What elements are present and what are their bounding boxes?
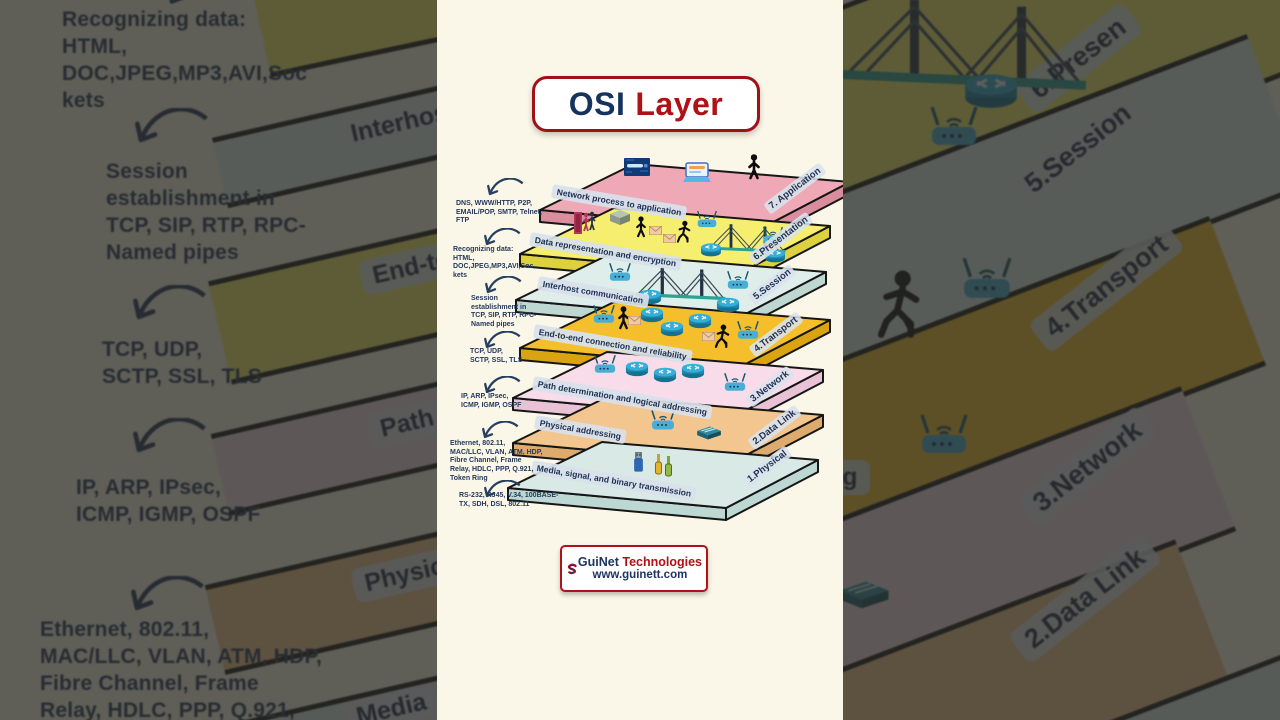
annotation-transport: TCP, UDP, SCTP, SSL, TLS	[470, 348, 523, 364]
person-icon	[748, 154, 760, 180]
wifi-router-icon	[592, 304, 616, 325]
dark-overlay	[0, 0, 437, 720]
title-osi: OSI	[568, 85, 626, 122]
wifi-router-icon	[723, 372, 747, 393]
annotation-session: Session establishment in TCP, SIP, RTP, …	[471, 295, 537, 329]
cable-connector-icon	[655, 454, 675, 478]
layer-1-physical: Media, signal, and binary transmission 1…	[500, 430, 830, 525]
guinet-logo-icon	[566, 550, 578, 588]
logo-website: www.guinett.com	[592, 569, 688, 582]
annotation-application: DNS, WWW/HTTP, P2P, EMAIL/POP, SMTP, Tel…	[456, 200, 542, 225]
router-icon	[716, 296, 740, 313]
router-icon	[653, 366, 677, 383]
running-person-icon	[677, 220, 691, 244]
router-icon	[681, 362, 705, 379]
annotation-physical: RS-232, RJ45, V.34, 100BASE- TX, SDH, DS…	[459, 492, 559, 508]
router-icon	[700, 242, 722, 257]
logo-banner: GuiNet Technologies www.guinett.com	[560, 545, 708, 592]
envelope-icon	[663, 234, 676, 243]
person-icon	[636, 216, 646, 238]
title-layer: Layer	[635, 85, 724, 122]
wifi-router-icon	[736, 320, 760, 341]
envelope-icon	[649, 226, 662, 235]
background-right-panel: 6.Presen 5.Session 4.Transport 3.Network…	[843, 0, 1280, 720]
running-person-icon	[715, 324, 730, 349]
wifi-router-icon	[726, 270, 750, 291]
router-icon	[625, 360, 649, 377]
main-diagram-panel: OSI Layer Network process to application…	[437, 0, 843, 720]
logo-brand-part2: Technologies	[622, 554, 702, 569]
curved-arrow-icon	[485, 178, 525, 201]
wifi-router-icon	[593, 354, 617, 375]
annotation-network: IP, ARP, IPsec, ICMP, IGMP, OSPF	[461, 393, 522, 409]
logo-brand-part1: GuiNet	[577, 554, 619, 569]
network-switch-icon	[695, 425, 723, 441]
envelope-icon	[702, 332, 715, 341]
laptop-icon	[682, 162, 712, 184]
annotation-presentation: Recognizing data: HTML, DOC,JPEG,MP3,AVI…	[453, 246, 534, 280]
router-icon	[688, 312, 712, 329]
annotation-datalink: Ethernet, 802.11, MAC/LLC, VLAN, ATM, HD…	[450, 440, 543, 482]
title-banner: OSI Layer	[532, 76, 760, 132]
usb-connector-icon	[633, 452, 644, 476]
background-left-panel: Recognizing data: HTML, DOC,JPEG,MP3,AVI…	[0, 0, 437, 720]
router-icon	[660, 320, 684, 337]
door-icon	[574, 210, 596, 234]
browser-screenshot-icon	[624, 158, 650, 176]
dark-overlay	[843, 0, 1280, 720]
wifi-router-icon	[608, 262, 632, 283]
logo-brand-name: GuiNet Technologies	[578, 555, 702, 569]
